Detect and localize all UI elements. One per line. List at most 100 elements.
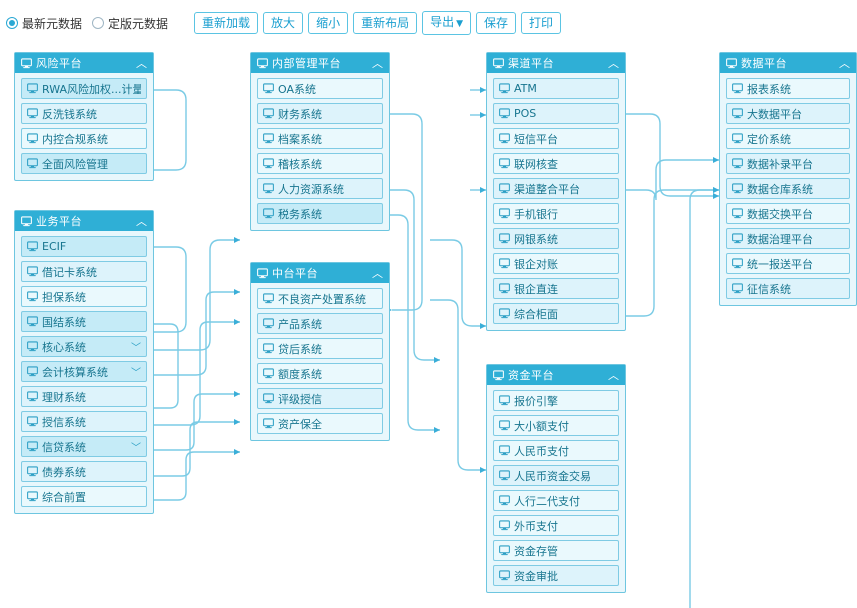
panel-fund: 资金平台︿ 报价引擎大小额支付人民币支付人民币资金交易人行二代支付外币支付资金存管… [486, 364, 626, 593]
node-item[interactable]: 评级授信 [257, 388, 383, 409]
node-item[interactable]: 授信系统 [21, 411, 147, 432]
node-item[interactable]: 人民币支付 [493, 440, 619, 461]
node-item[interactable]: 数据交换平台 [726, 203, 850, 224]
node-item[interactable]: ATM [493, 78, 619, 99]
node-item[interactable]: 产品系统 [257, 313, 383, 334]
node-item[interactable]: 额度系统 [257, 363, 383, 384]
node-label: 短信平台 [514, 132, 558, 146]
chevron-down-icon[interactable]: ﹀ [131, 368, 141, 379]
node-label: 数据仓库系统 [747, 182, 813, 196]
node-item[interactable]: 国结系统 [21, 311, 147, 332]
save-button[interactable]: 保存 [476, 12, 517, 34]
monitor-icon [27, 466, 38, 477]
panel-business: 业务平台 ︿ ECIF 借记卡系统担保系统国结系统核心系统﹀ 会计核算系统﹀ 理财系统授信… [14, 210, 154, 514]
monitor-icon [27, 241, 38, 252]
node-item[interactable]: OA系统 [257, 78, 383, 99]
node-item[interactable]: 资金存管 [493, 540, 619, 561]
node-item[interactable]: 数据补录平台 [726, 153, 850, 174]
print-button[interactable]: 打印 [521, 12, 562, 34]
node-item[interactable]: 资产保全 [257, 413, 383, 434]
relayout-button[interactable]: 重新布局 [353, 12, 418, 34]
panel-header-risk[interactable]: 风险平台︿ [15, 53, 153, 73]
chevron-up-icon[interactable]: ︿ [608, 56, 619, 70]
node-item[interactable]: 人行二代支付 [493, 490, 619, 511]
node-item[interactable]: 内控合规系统 [21, 128, 147, 149]
node-item[interactable]: 数据仓库系统 [726, 178, 850, 199]
panel-header-middle[interactable]: 中台平台︿ [251, 263, 389, 283]
node-item[interactable]: 征信系统 [726, 278, 850, 299]
node-item[interactable]: 资金审批 [493, 565, 619, 586]
node-item[interactable]: 渠道整合平台 [493, 178, 619, 199]
chevron-up-icon[interactable]: ︿ [136, 56, 147, 70]
radio-versioned-metadata-label: 定版元数据 [108, 16, 169, 31]
radio-versioned-metadata-dot[interactable] [92, 17, 105, 29]
node-item[interactable]: 财务系统 [257, 103, 383, 124]
monitor-icon [263, 208, 274, 219]
node-item[interactable]: 大小额支付 [493, 415, 619, 436]
node-item[interactable]: 担保系统 [21, 286, 147, 307]
node-item[interactable]: 银企对账 [493, 253, 619, 274]
panel-header-data[interactable]: 数据平台︿ [720, 53, 856, 73]
node-item[interactable]: 税务系统 [257, 203, 383, 224]
node-label: RWA风险加权...计量系统 [42, 82, 141, 96]
node-item[interactable]: 理财系统 [21, 386, 147, 407]
node-item[interactable]: 报表系统 [726, 78, 850, 99]
chevron-down-icon[interactable]: ﹀ [131, 343, 141, 354]
panel-header-channel[interactable]: 渠道平台︿ [487, 53, 625, 73]
node-item[interactable]: 核心系统﹀ [21, 336, 147, 357]
node-item[interactable]: 反洗钱系统 [21, 103, 147, 124]
node-item[interactable]: 借记卡系统 [21, 261, 147, 282]
node-label: 数据补录平台 [747, 157, 813, 171]
node-item[interactable]: 贷后系统 [257, 338, 383, 359]
node-item[interactable]: 手机银行 [493, 203, 619, 224]
chevron-up-icon[interactable]: ︿ [136, 214, 147, 228]
panel-header-fund[interactable]: 资金平台︿ [487, 365, 625, 385]
node-item[interactable]: RWA风险加权...计量系统 [21, 78, 147, 99]
monitor-icon [499, 520, 510, 531]
node-label: 定价系统 [747, 132, 791, 146]
export-button[interactable]: 导出▼ [422, 11, 472, 35]
node-label: 大小额支付 [514, 419, 569, 433]
node-item[interactable]: 综合柜面 [493, 303, 619, 324]
node-item[interactable]: 网银系统 [493, 228, 619, 249]
chevron-up-icon[interactable]: ︿ [839, 56, 850, 70]
radio-latest-metadata[interactable]: 最新元数据 [6, 15, 82, 32]
node-item[interactable]: 报价引擎 [493, 390, 619, 411]
chevron-up-icon[interactable]: ︿ [372, 266, 383, 280]
connector-line [390, 113, 423, 311]
node-item[interactable]: 数据治理平台 [726, 228, 850, 249]
monitor-icon [263, 318, 274, 329]
node-item[interactable]: 档案系统 [257, 128, 383, 149]
node-item[interactable]: 短信平台 [493, 128, 619, 149]
zoom-in-button[interactable]: 放大 [263, 12, 304, 34]
radio-versioned-metadata[interactable]: 定版元数据 [92, 15, 168, 32]
node-item[interactable]: 外币支付 [493, 515, 619, 536]
node-item[interactable]: 银企直连 [493, 278, 619, 299]
panel-header-business[interactable]: 业务平台 ︿ [15, 211, 153, 231]
node-item[interactable]: 人民币资金交易 [493, 465, 619, 486]
node-item[interactable]: 会计核算系统﹀ [21, 361, 147, 382]
panel-title-business: 业务平台 [36, 215, 82, 228]
node-item[interactable]: 不良资产处置系统 [257, 288, 383, 309]
panel-header-internal[interactable]: 内部管理平台︿ [251, 53, 389, 73]
chevron-up-icon[interactable]: ︿ [372, 56, 383, 70]
node-item[interactable]: 大数据平台 [726, 103, 850, 124]
node-item[interactable]: 债券系统 [21, 461, 147, 482]
node-item[interactable]: 信贷系统﹀ [21, 436, 147, 457]
radio-latest-metadata-dot[interactable] [6, 17, 18, 29]
node-item[interactable]: 人力资源系统 [257, 178, 383, 199]
node-item[interactable]: ECIF [21, 236, 147, 257]
node-item[interactable]: 全面风险管理 [21, 153, 147, 174]
node-item[interactable]: 稽核系统 [257, 153, 383, 174]
reload-button[interactable]: 重新加载 [194, 12, 259, 34]
node-item[interactable]: 综合前置 [21, 486, 147, 507]
node-item[interactable]: 联网核查 [493, 153, 619, 174]
chevron-up-icon[interactable]: ︿ [608, 368, 619, 382]
chevron-down-icon[interactable]: ﹀ [131, 443, 141, 454]
node-item[interactable]: POS [493, 103, 619, 124]
monitor-icon [257, 57, 268, 68]
monitor-icon [27, 83, 38, 94]
node-item[interactable]: 定价系统 [726, 128, 850, 149]
node-item[interactable]: 统一报送平台 [726, 253, 850, 274]
zoom-out-button[interactable]: 缩小 [308, 12, 349, 34]
